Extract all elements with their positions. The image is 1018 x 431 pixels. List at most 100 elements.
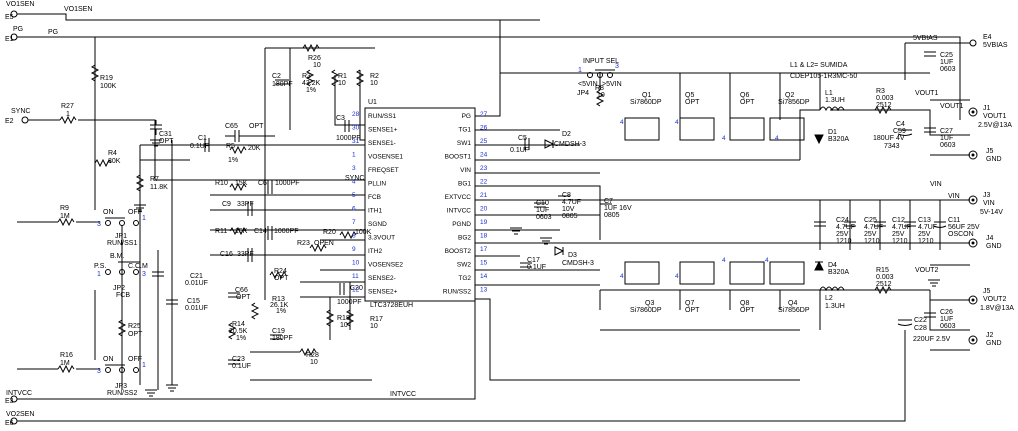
capacitor-c15[interactable]: C15 0.01UF	[166, 298, 208, 312]
resistor-r18[interactable]: R18 10	[325, 309, 350, 329]
capacitor-c66[interactable]: C66 OPT	[228, 287, 251, 301]
capacitor-c27[interactable]: C27 1UF 0603	[924, 127, 956, 149]
connector-e4[interactable]: 5VBIAS E4 5VBIAS	[913, 34, 1008, 49]
resistor-r19[interactable]: R19 100K	[90, 64, 117, 90]
capacitor-c8[interactable]: C8 4.7UF 10V 0805	[558, 192, 581, 220]
resistor-r27[interactable]: R27 1	[59, 103, 77, 125]
resistor-r15-sense[interactable]: R15 0.003 2512	[874, 267, 894, 295]
capacitor-c19[interactable]: C19 180PF	[270, 328, 293, 342]
svg-text:180UF 4V: 180UF 4V	[873, 135, 905, 142]
capacitor-c4[interactable]: C4 180UF 4V 7343 C59	[873, 121, 913, 150]
capacitor-c2[interactable]: C2 180PF	[272, 73, 293, 88]
connector-j4[interactable]: J4 GND	[968, 235, 1002, 250]
jumper-jp3[interactable]: ON OFF 31 JP3 RUN/SS2	[97, 356, 146, 397]
capacitor-c10[interactable]: C10 1UF 0603	[534, 200, 552, 221]
diode-d3[interactable]: D3 CMDSH-3	[554, 246, 594, 267]
svg-text:OPT: OPT	[685, 99, 700, 106]
svg-text:3: 3	[97, 221, 101, 228]
resistor-r26[interactable]: R26 10	[302, 43, 321, 69]
connector-j5-vout2[interactable]: VOUT2 J5 VOUT2 1.8V@13A	[915, 267, 1014, 312]
mosfet-q4[interactable]: Q4 Si7856DP	[769, 261, 810, 314]
mosfet-q1[interactable]: Q1 Si7860DP	[624, 92, 662, 141]
connector-e3[interactable]: INTVCC E3	[5, 390, 32, 405]
inductor-l1[interactable]: L1 1.3UH	[819, 90, 845, 112]
capacitor-c3[interactable]: C3 1000PF	[336, 115, 361, 142]
ic-pin-number: 6	[352, 206, 356, 213]
resistor-r5[interactable]: R5 1% 20K	[226, 143, 261, 164]
diode-d2[interactable]: D2 CMDSH-3	[544, 131, 586, 149]
capacitor-c14[interactable]: C14 1000PF	[254, 226, 299, 240]
resistor-r3-sense[interactable]: R3 0.003 2512	[874, 88, 894, 115]
svg-text:C65: C65	[225, 123, 238, 130]
resistor-r28[interactable]: R28 10	[299, 347, 319, 366]
connector-e2[interactable]: SYNC E2	[5, 108, 30, 125]
capacitor-c9[interactable]: C9 33PF	[222, 201, 254, 216]
svg-text:C15: C15	[187, 298, 200, 305]
resistor-r13[interactable]: R13 26.1K 1%	[250, 296, 289, 320]
capacitor-c65[interactable]: C65 OPT	[225, 123, 275, 142]
mosfet-q7[interactable]: Q7 OPT	[679, 261, 715, 314]
capacitor-c5[interactable]: C5 0.1UF	[510, 135, 530, 154]
capacitor-c20[interactable]: C20 1000PF	[337, 283, 363, 306]
connector-j3[interactable]: VIN VIN J3 VIN 5V-14V	[930, 181, 1003, 216]
resistor-r10[interactable]: R10 15K	[215, 180, 248, 192]
svg-text:OPT: OPT	[740, 307, 755, 314]
resistor-r14[interactable]: R14 20.5K 1%	[227, 321, 248, 342]
connector-e6[interactable]: VO2SEN E6	[5, 411, 34, 427]
capacitor-c17[interactable]: C17 0.1UF	[520, 257, 546, 271]
resistor-r1[interactable]: R1 10	[330, 69, 347, 87]
resistor-r16[interactable]: R16 1M	[17, 352, 100, 374]
capacitor-c21[interactable]: C21 0.01UF	[152, 271, 208, 287]
resistor-r7[interactable]: R7 11.8K	[135, 174, 168, 192]
resistor-r2[interactable]: R2 10	[355, 69, 379, 87]
resistor-r9[interactable]: R9 1M	[17, 205, 100, 227]
capacitor-c22-c28[interactable]: C22 C28 220UF 2.5V	[897, 317, 951, 343]
mosfet-q3[interactable]: Q3 Si7860DP	[624, 261, 662, 314]
capacitor-c16[interactable]: C16 33PF	[220, 248, 254, 262]
diode-d1[interactable]: D1 B320A	[814, 129, 849, 145]
connector-e5[interactable]: VO1SEN E5	[5, 1, 34, 21]
resistor-r11[interactable]: R11 15K	[215, 226, 248, 236]
mosfet-q6[interactable]: Q6 OPT	[729, 92, 765, 141]
net-5vbias-label: 5VBIAS	[913, 35, 938, 42]
resistor-r23[interactable]: R23 OPEN	[297, 240, 334, 253]
capacitor-c26[interactable]: C26 1UF 0603	[924, 309, 956, 330]
resistor-r8[interactable]: R8 10	[595, 85, 605, 107]
capacitor-c25-top[interactable]: C25 1UF 0603	[924, 51, 956, 73]
mosfet-q2[interactable]: Q2 Si7856DP	[769, 92, 810, 141]
jumper-jp1[interactable]: ON OFF 31 JP1 RUN/SS1	[97, 209, 146, 247]
svg-text:10: 10	[370, 323, 378, 330]
mosfet-q8[interactable]: Q8 OPT	[729, 261, 765, 314]
svg-text:J5: J5	[986, 148, 994, 155]
capacitor-c23[interactable]: C23 0.1UF	[228, 356, 251, 370]
svg-text:Q8: Q8	[740, 300, 749, 307]
capacitor-c7[interactable]: C7 1UF 16V 0805	[600, 198, 632, 219]
svg-text:J5: J5	[983, 288, 991, 295]
capacitor-c6[interactable]: C6 1000PF	[258, 180, 300, 194]
connector-j2[interactable]: J2 GND	[968, 332, 1002, 347]
connector-j5-top[interactable]: J5 GND	[968, 148, 1002, 163]
inductor-l2[interactable]: L2 1.3UH	[819, 286, 845, 310]
resistor-r17[interactable]: R17 10	[345, 309, 383, 330]
resistor-r24[interactable]: R24 OPT	[269, 268, 289, 282]
capacitor-bank-input[interactable]: C24 4.7UF 25V 1210 C25 4.7UF 25V 1210 C1…	[814, 217, 980, 245]
ic-u1[interactable]: U1 LTC3728EUH RUN/SS128SENSE1+30SENSE1-3…	[352, 99, 488, 309]
connector-j1[interactable]: VOUT1 VOUT1 J1 VOUT1 2.5V@13A	[915, 90, 1012, 129]
svg-text:C27: C27	[940, 128, 953, 135]
resistor-r4[interactable]: R4 30K	[94, 150, 121, 168]
mosfet-q5[interactable]: Q5 OPT	[679, 92, 715, 141]
capacitor-c1[interactable]: C1 0.1UF	[190, 135, 210, 152]
svg-text:C28: C28	[914, 325, 927, 332]
resistor-r25[interactable]: R25 OPT	[117, 319, 143, 338]
svg-text:20.5K: 20.5K	[229, 328, 248, 335]
resistor-r20[interactable]: R20 100K	[323, 229, 372, 240]
diode-d4[interactable]: D4 B320A	[814, 260, 849, 276]
capacitor-c31[interactable]: C31 OPT	[150, 120, 174, 145]
resistor-r3-43k[interactable]: R3 43.2K 1%	[302, 69, 321, 94]
svg-text:10: 10	[310, 359, 318, 366]
connector-e1[interactable]: PG E1	[5, 26, 23, 43]
ic-pin-number: 12	[352, 287, 360, 294]
jumper-jp4[interactable]: INPUT SEL 13 <5VIN >5VIN JP4	[577, 58, 622, 97]
